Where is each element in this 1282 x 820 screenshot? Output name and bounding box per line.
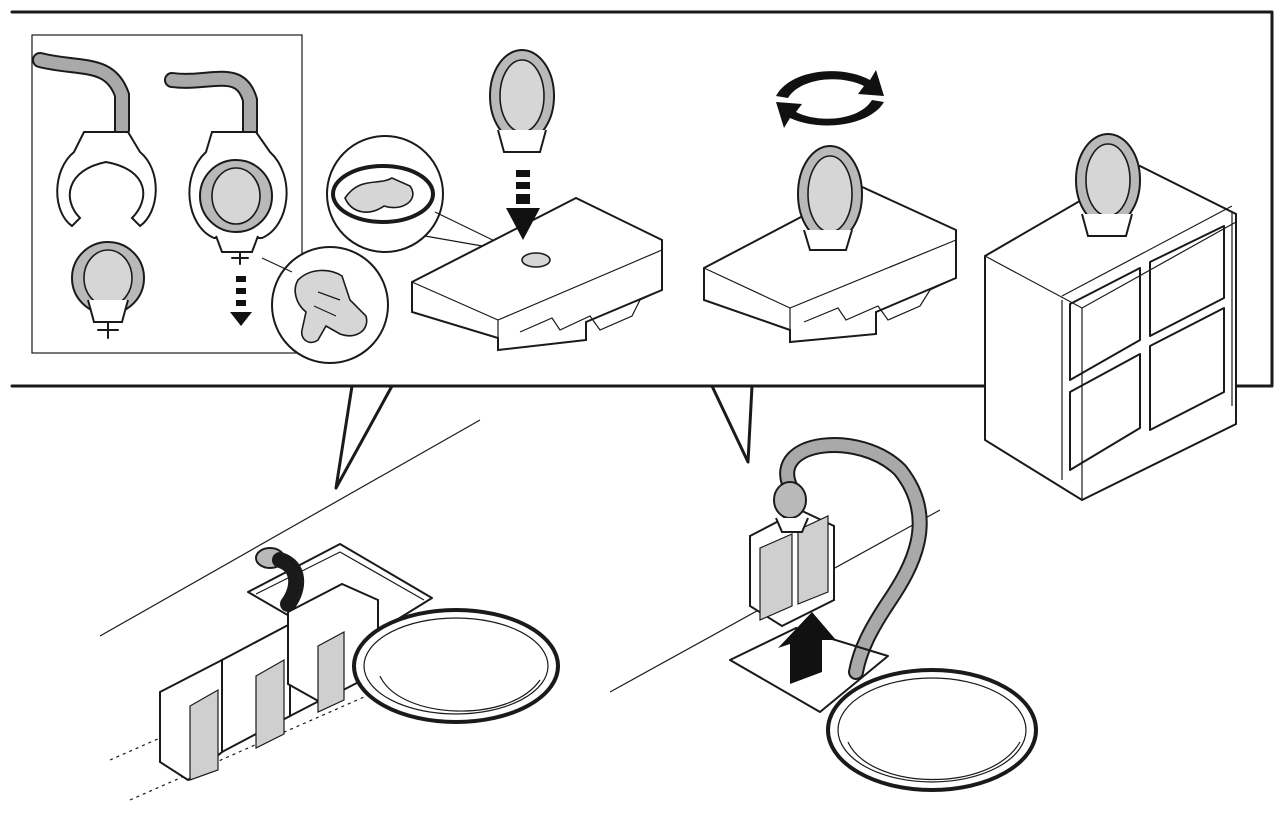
panel-filter-lift-out: [609, 437, 1038, 792]
round-duct-opening: [352, 608, 560, 724]
down-arrow-icon: [506, 170, 540, 240]
up-arrow-icon: [778, 612, 836, 684]
callout-frame: [10, 10, 1274, 490]
panel-hose-connector: [31, 34, 389, 364]
inset-box: [31, 34, 303, 354]
panel-filters-in-duct: [99, 419, 560, 801]
down-arrow-icon: [230, 276, 252, 326]
round-duct-opening: [826, 668, 1038, 792]
open-clip: [56, 131, 157, 228]
rotate-arrows-icon: [776, 70, 884, 128]
panel-adapter-rotate: [703, 70, 957, 344]
panel-adapter-insert: [326, 49, 663, 352]
panel-filter-assembled: [984, 133, 1237, 502]
